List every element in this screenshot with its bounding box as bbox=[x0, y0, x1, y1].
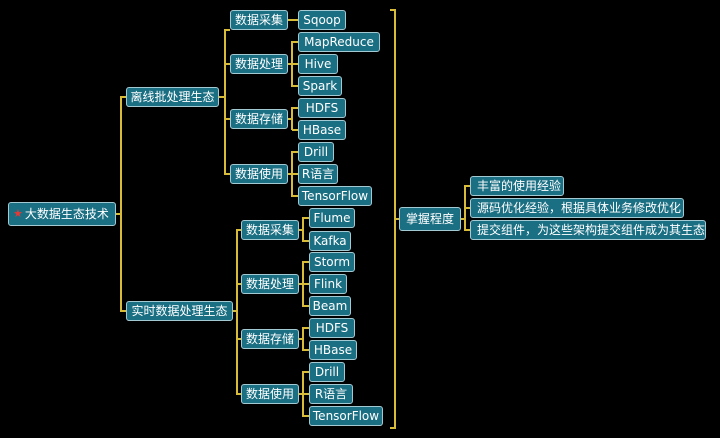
mastery-item-contribute[interactable]: 提交组件，为这些架构提交组件成为其生态 bbox=[470, 220, 706, 240]
leaf-hdfs-realtime[interactable]: HDFS bbox=[309, 318, 355, 338]
leaf-mapreduce[interactable]: MapReduce bbox=[298, 32, 380, 52]
realtime-storage-connector bbox=[299, 327, 309, 351]
offline-branch[interactable]: 离线批处理生态 bbox=[126, 87, 219, 107]
leaf-hbase-realtime[interactable]: HBase bbox=[309, 340, 357, 360]
realtime-usage-connector bbox=[299, 371, 309, 417]
realtime-group-usage[interactable]: 数据使用 bbox=[241, 384, 299, 404]
star-icon: ★ bbox=[13, 207, 23, 220]
realtime-branch[interactable]: 实时数据处理生态 bbox=[126, 301, 233, 321]
offline-group-process[interactable]: 数据处理 bbox=[230, 54, 288, 74]
mastery-item-source-optimize[interactable]: 源码优化经验，根据具体业务修改优化 bbox=[470, 198, 684, 218]
root-connector bbox=[116, 96, 126, 312]
realtime-connector bbox=[233, 229, 241, 395]
root-node[interactable]: ★ 大数据生态技术 bbox=[8, 202, 116, 226]
realtime-collect-connector bbox=[299, 217, 309, 242]
mastery-node[interactable]: 掌握程度 bbox=[399, 207, 461, 231]
leaf-hbase-offline[interactable]: HBase bbox=[298, 120, 346, 140]
offline-group-storage[interactable]: 数据存储 bbox=[230, 109, 288, 129]
leaf-kafka[interactable]: Kafka bbox=[309, 231, 351, 251]
leaf-tensorflow-realtime[interactable]: TensorFlow bbox=[309, 406, 383, 426]
leaf-sqoop[interactable]: Sqoop bbox=[298, 10, 346, 30]
leaf-hive[interactable]: Hive bbox=[298, 54, 338, 74]
mastery-item-experience[interactable]: 丰富的使用经验 bbox=[470, 176, 564, 196]
leaf-hdfs-offline[interactable]: HDFS bbox=[298, 98, 346, 118]
leaf-flume[interactable]: Flume bbox=[309, 208, 355, 228]
leaf-drill-offline[interactable]: Drill bbox=[298, 142, 334, 162]
offline-group-collect[interactable]: 数据采集 bbox=[230, 10, 288, 30]
offline-group-usage[interactable]: 数据使用 bbox=[230, 164, 288, 184]
leaf-beam[interactable]: Beam bbox=[309, 296, 351, 316]
leaf-flink[interactable]: Flink bbox=[309, 274, 347, 294]
realtime-group-storage[interactable]: 数据存储 bbox=[241, 329, 299, 349]
offline-usage-connector bbox=[288, 151, 298, 197]
offline-process-connector bbox=[288, 41, 298, 87]
realtime-group-process[interactable]: 数据处理 bbox=[241, 274, 299, 294]
mastery-bracket bbox=[390, 9, 399, 429]
leaf-spark[interactable]: Spark bbox=[298, 76, 342, 96]
root-label: 大数据生态技术 bbox=[24, 207, 109, 221]
offline-connector bbox=[219, 29, 230, 175]
leaf-r-realtime[interactable]: R语言 bbox=[309, 384, 353, 404]
realtime-process-connector bbox=[299, 261, 309, 307]
realtime-group-collect[interactable]: 数据采集 bbox=[241, 220, 299, 240]
leaf-drill-realtime[interactable]: Drill bbox=[309, 362, 345, 382]
leaf-r-offline[interactable]: R语言 bbox=[298, 164, 338, 184]
offline-storage-connector bbox=[288, 107, 298, 131]
mastery-items-connector bbox=[461, 185, 470, 231]
leaf-tensorflow-offline[interactable]: TensorFlow bbox=[298, 186, 372, 206]
leaf-storm[interactable]: Storm bbox=[309, 252, 355, 272]
